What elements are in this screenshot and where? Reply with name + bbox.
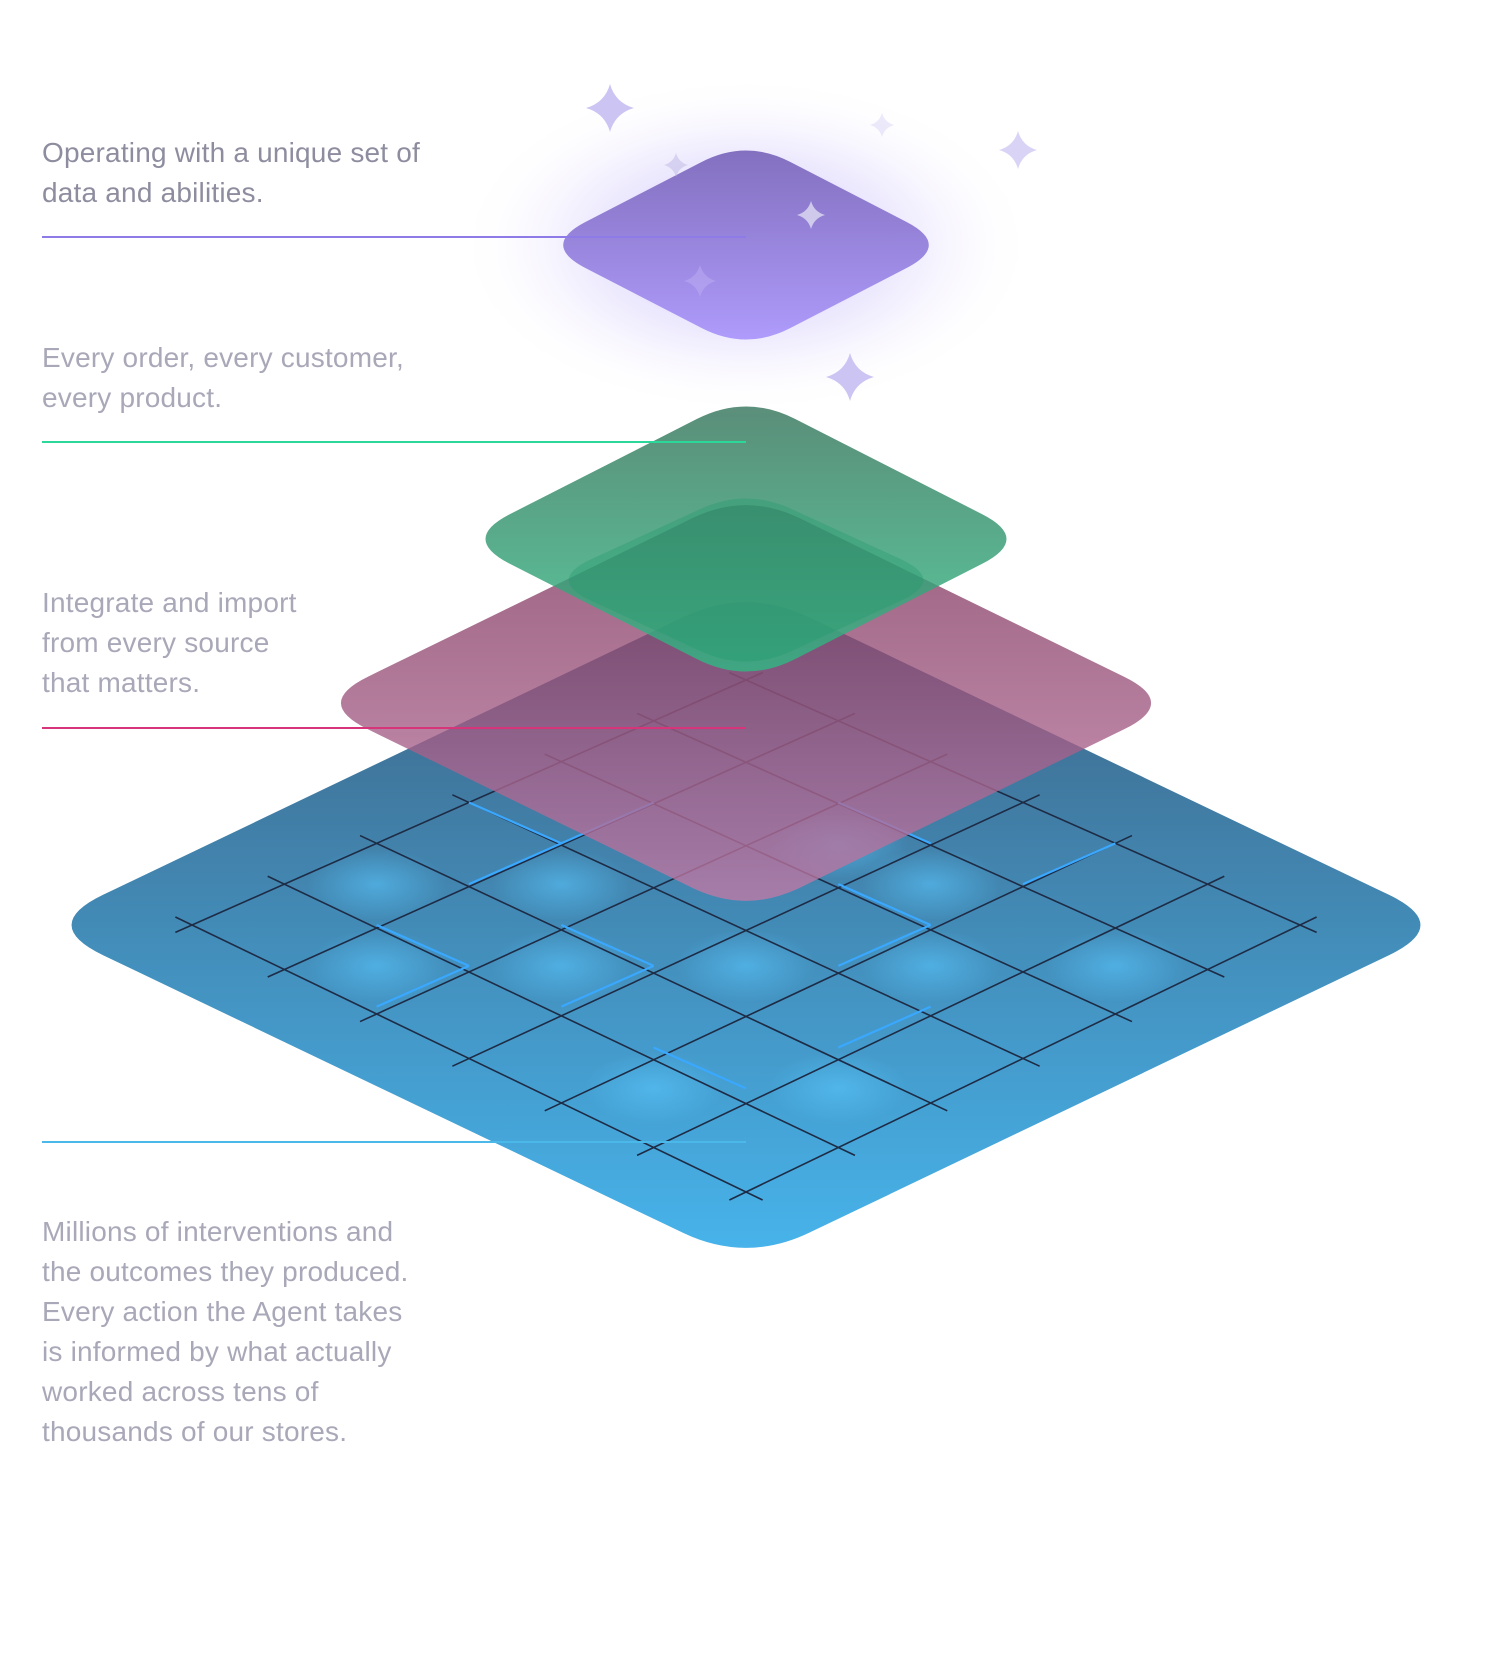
caption-line: Every action the Agent takes (42, 1296, 403, 1327)
glow-spot (306, 929, 447, 1002)
glow-spot (860, 848, 1001, 921)
sparkle-icon (826, 353, 874, 401)
caption-line: data and abilities. (42, 177, 264, 208)
glow-spot (860, 929, 1001, 1002)
glow-spot (306, 848, 447, 921)
caption-line: the outcomes they produced. (42, 1256, 409, 1287)
grid-highlight-line (560, 964, 655, 1008)
glow-spot (491, 929, 632, 1002)
agent-plane (563, 150, 929, 340)
grid-highlight-line (560, 923, 655, 967)
caption-line: worked across tens of (42, 1376, 319, 1407)
sparkle-icon (586, 84, 634, 132)
caption-line: Operating with a unique set of (42, 137, 421, 168)
caption-line: thousands of our stores. (42, 1416, 348, 1447)
glow-spot (1045, 929, 1186, 1002)
grid-highlight-line (837, 1005, 932, 1049)
grid-line (636, 875, 1225, 1157)
glow-spot (768, 1052, 909, 1125)
integrations-layer (340, 505, 1152, 901)
network-highlight-lines (376, 801, 1116, 1090)
grid-highlight-line (376, 923, 470, 967)
grid-highlight-line (376, 964, 470, 1008)
caption-line: is informed by what actually (42, 1336, 392, 1367)
store-caption: Every order, every customer, every produ… (42, 338, 404, 418)
caption-line: every product. (42, 382, 223, 413)
caption-line: Millions of interventions and (42, 1216, 394, 1247)
sparkle-icon (684, 265, 716, 297)
connector-lines (42, 236, 746, 1143)
glow-spot (583, 1052, 724, 1125)
agent-layer (456, 75, 1036, 415)
grid-highlight-line (837, 883, 932, 927)
grid-highlight-line (468, 801, 562, 845)
network-plane (71, 602, 1421, 1248)
grid-line (267, 875, 856, 1157)
grid-line (544, 834, 1133, 1112)
agent-caption: Operating with a unique set of data and … (42, 133, 420, 213)
grid-highlight-line (1022, 842, 1116, 886)
caption-line: from every source (42, 627, 270, 658)
caption-line: Every order, every customer, (42, 342, 404, 373)
sparkle-icon (999, 131, 1037, 169)
sparkle-icon (664, 153, 688, 177)
grid-line (175, 916, 763, 1201)
grid-line (452, 794, 1040, 1067)
integrations-plane (340, 505, 1152, 901)
sparkles (586, 84, 1037, 401)
store-layer (485, 406, 1007, 672)
caption-line: Integrate and import (42, 587, 297, 618)
grid-line (729, 916, 1317, 1201)
glow-spot (676, 929, 816, 1002)
store-plane (485, 406, 1007, 672)
glow-spot (491, 848, 632, 921)
sparkle-icon (797, 201, 825, 229)
network-caption: Millions of interventions and the outcom… (42, 1212, 409, 1452)
grid-highlight-line (837, 923, 932, 967)
integrations-caption: Integrate and import from every source t… (42, 583, 297, 703)
sparkle-icon (870, 113, 894, 137)
grid-line (359, 834, 948, 1112)
store-inner-plane (568, 498, 924, 662)
grid-highlight-line (653, 1046, 747, 1090)
caption-line: that matters. (42, 667, 201, 698)
